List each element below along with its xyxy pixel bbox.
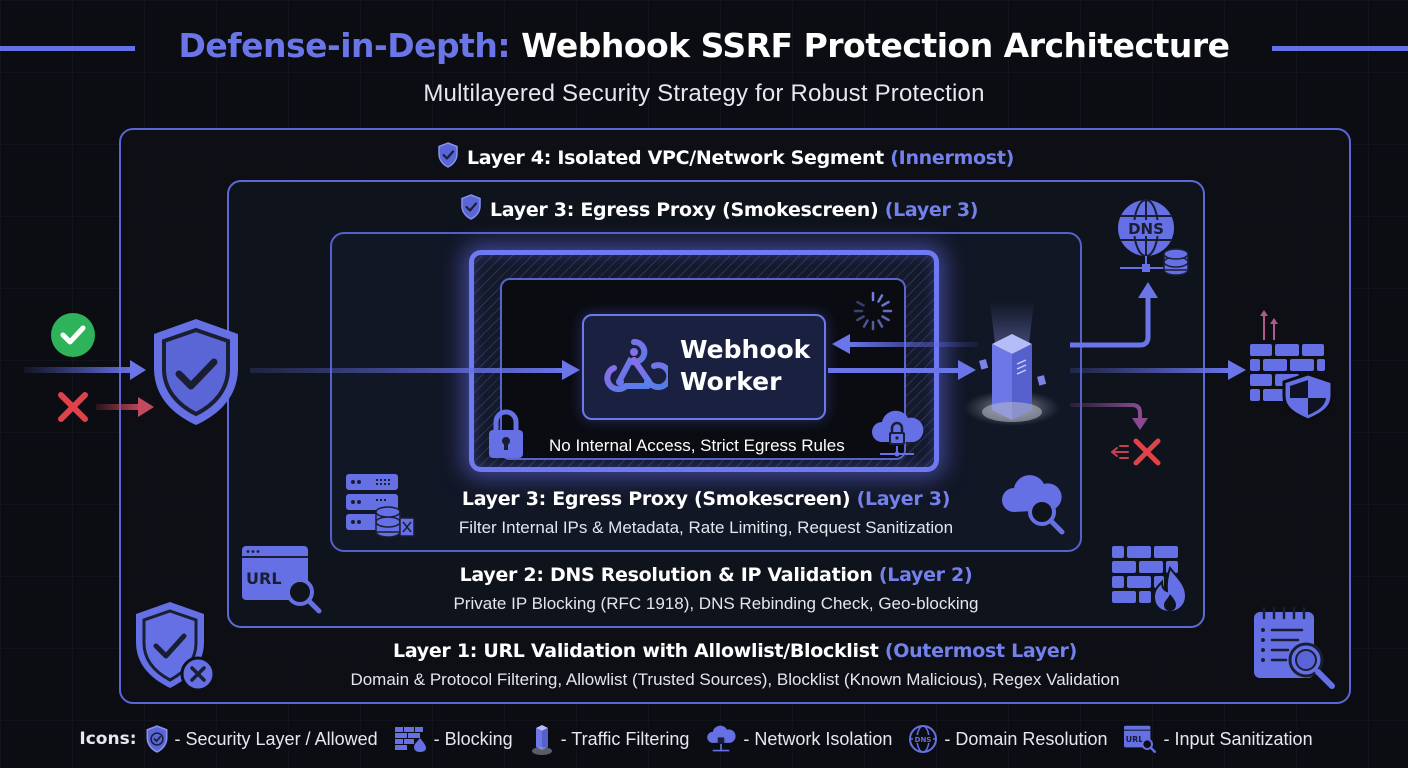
url-search-icon: URL	[242, 546, 322, 614]
incoming-allowed-arrow	[24, 360, 146, 380]
proxy-to-firewall-arrow	[1070, 360, 1246, 380]
shield-to-worker-arrow	[250, 360, 580, 380]
legend-item-security-layer: - Security Layer / Allowed	[145, 725, 378, 753]
shield-check-icon	[438, 142, 458, 168]
legend-item-blocking: - Blocking	[394, 726, 513, 752]
cloud-lock-icon	[872, 410, 924, 457]
incoming-blocked-arrow	[96, 397, 154, 417]
firewall-shield-icon	[1250, 310, 1334, 420]
layer3-section-description: Filter Internal IPs & Metadata, Rate Lim…	[458, 518, 954, 537]
dns-globe-icon: DNS	[1118, 199, 1189, 276]
layer2-section-heading: Layer 2: DNS Resolution & IP Validation …	[227, 564, 1205, 586]
allowed-check-icon	[51, 313, 95, 357]
worker-label-line1: Webhook	[680, 335, 811, 364]
proxy-to-worker-return-arrow	[832, 334, 978, 354]
server-tower-icon	[531, 725, 552, 755]
layer2-section-tag: (Layer 2)	[878, 564, 973, 586]
shield-check-icon	[146, 725, 168, 753]
legend-text: - Input Sanitization	[1163, 728, 1313, 749]
legend-url-label: URL	[1126, 735, 1144, 744]
layer3-section-tag: (Layer 3)	[856, 488, 951, 510]
layer2-section-title: Layer 2: DNS Resolution & IP Validation	[459, 564, 873, 586]
worker-to-proxy-arrow	[828, 360, 976, 380]
padlock-icon	[489, 409, 523, 458]
legend-dns-label: DNS	[915, 736, 932, 744]
layer4-heading: Layer 4: Isolated VPC/Network Segment (I…	[437, 142, 1014, 169]
firewall-fire-icon	[394, 727, 426, 752]
dns-icon-label: DNS	[1128, 220, 1164, 238]
url-icon-label: URL	[246, 569, 282, 588]
blocked-x-icon	[58, 392, 88, 422]
legend-item-traffic-filtering: - Traffic Filtering	[529, 722, 690, 756]
loading-spinner-icon	[853, 291, 893, 331]
icon-legend: Icons: - Security Layer / Allowed - Bloc…	[0, 722, 1408, 756]
proxy-blocked-arrow	[1070, 403, 1148, 430]
webhook-worker-box: Webhook Worker	[582, 314, 826, 420]
blocked-output-x-icon	[1111, 438, 1161, 466]
subtitle: Multilayered Security Strategy for Robus…	[423, 80, 985, 107]
title-main: Webhook SSRF Protection Architecture	[521, 26, 1230, 65]
legend-item-network-isolation: - Network Isolation	[705, 724, 892, 754]
layer3-heading-top: Layer 3: Egress Proxy (Smokescreen) (Lay…	[460, 194, 979, 221]
main-security-shield-icon	[154, 319, 238, 425]
layer3-section-heading: Layer 3: Egress Proxy (Smokescreen) (Lay…	[330, 488, 1082, 510]
layer1-section-description: Domain & Protocol Filtering, Allowlist (…	[350, 670, 1120, 689]
legend-item-domain-resolution: DNS - Domain Resolution	[908, 724, 1107, 754]
document-search-icon	[1254, 606, 1335, 689]
cloud-lock-icon	[707, 725, 736, 752]
proxy-to-dns-arrow	[1070, 282, 1158, 348]
title-accent: Defense-in-Depth:	[178, 26, 511, 65]
layer1-section-title: Layer 1: URL Validation with Allowlist/B…	[393, 640, 879, 662]
legend-item-input-sanitization: URL - Input Sanitization	[1123, 725, 1313, 753]
legend-label: Icons:	[79, 729, 137, 749]
legend-text: - Blocking	[433, 728, 513, 749]
shield-check-x-icon	[136, 602, 216, 692]
page-title: Defense-in-Depth: Webhook SSRF Protectio…	[158, 26, 1250, 65]
url-search-icon: URL	[1124, 725, 1157, 753]
egress-proxy-server-icon	[964, 302, 1060, 426]
layer4-heading-tag: (Innermost)	[890, 147, 1014, 169]
cloud-search-icon	[1002, 475, 1065, 535]
webhook-worker-label: Webhook Worker	[680, 334, 830, 398]
legend-text: - Security Layer / Allowed	[174, 728, 378, 749]
layer1-section-tag: (Outermost Layer)	[884, 640, 1077, 662]
title-decor-line-left	[0, 46, 135, 51]
title-row: Defense-in-Depth: Webhook SSRF Protectio…	[0, 26, 1408, 72]
server-database-icon	[346, 474, 415, 538]
layer3-heading-tag: (Layer 3)	[884, 199, 979, 221]
layer1-section-heading: Layer 1: URL Validation with Allowlist/B…	[119, 640, 1351, 662]
webhook-icon	[604, 339, 668, 393]
legend-text: - Traffic Filtering	[560, 728, 690, 749]
layer3-heading-title: Layer 3: Egress Proxy (Smokescreen)	[490, 199, 879, 221]
layer4-heading-title: Layer 4: Isolated VPC/Network Segment	[467, 147, 884, 169]
dns-globe-icon: DNS	[909, 725, 938, 753]
legend-text: - Domain Resolution	[944, 728, 1108, 749]
shield-check-icon	[461, 194, 481, 220]
legend-text: - Network Isolation	[743, 728, 893, 749]
worker-label-line2: Worker	[680, 367, 782, 396]
layer2-section-description: Private IP Blocking (RFC 1918), DNS Rebi…	[453, 594, 979, 613]
title-decor-line-right	[1272, 46, 1408, 51]
worker-egress-note: No Internal Access, Strict Egress Rules	[549, 436, 845, 455]
layer3-section-title: Layer 3: Egress Proxy (Smokescreen)	[461, 488, 851, 510]
firewall-fire-icon	[1112, 546, 1188, 614]
